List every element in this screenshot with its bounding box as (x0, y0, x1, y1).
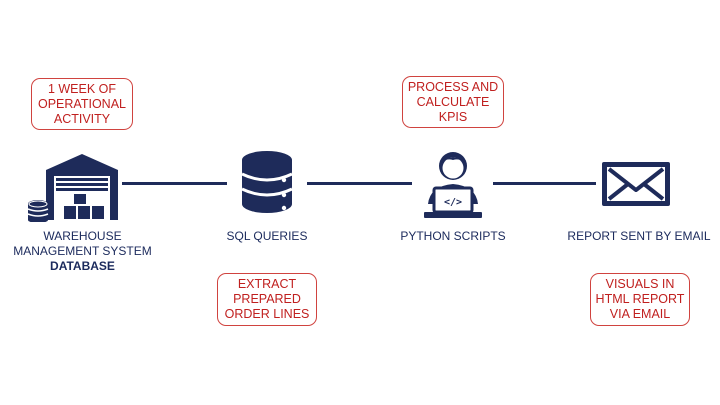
callout-line: ORDER LINES (224, 307, 310, 321)
label-line: WAREHOUSE (43, 229, 122, 243)
database-icon (241, 151, 293, 213)
callout-line: CALCULATE (416, 94, 490, 109)
callout-extract-order-lines: EXTRACT PREPARED ORDER LINES (217, 273, 317, 326)
callout-visuals-html-report: VISUALS IN HTML REPORT VIA EMAIL (590, 273, 690, 326)
node-label-wms: WAREHOUSE MANAGEMENT SYSTEM DATABASE (0, 229, 165, 274)
label-line-bold: DATABASE (50, 259, 115, 273)
callout-process-kpis: PROCESS AND CALCULATE KPIS (402, 76, 504, 128)
callout-line: PREPARED (233, 292, 301, 306)
connector-sql-to-python (307, 182, 412, 185)
node-label-email: REPORT SENT BY EMAIL (564, 229, 714, 244)
callout-line: ACTIVITY (53, 111, 111, 126)
node-label-sql: SQL QUERIES (212, 229, 322, 244)
label-line: PYTHON SCRIPTS (400, 229, 506, 243)
callout-line: HTML REPORT (595, 292, 685, 306)
callout-line: OPERATIONAL (38, 96, 126, 111)
callout-operational-activity: 1 WEEK OF OPERATIONAL ACTIVITY (31, 78, 133, 130)
node-label-python: PYTHON SCRIPTS (393, 229, 513, 244)
connector-wms-to-sql (122, 182, 227, 185)
developer-laptop-icon: </> (424, 152, 482, 218)
svg-text:</>: </> (444, 197, 462, 208)
envelope-icon (602, 162, 670, 206)
label-line: REPORT SENT BY EMAIL (567, 229, 711, 243)
warehouse-database-icon (27, 154, 118, 222)
callout-line: KPIS (438, 109, 468, 124)
callout-line: PROCESS AND (407, 79, 499, 94)
callout-line: VIA EMAIL (609, 307, 671, 321)
label-line: MANAGEMENT SYSTEM (13, 244, 152, 258)
connector-python-to-email (493, 182, 596, 185)
callout-line: EXTRACT (237, 277, 297, 291)
callout-line: 1 WEEK OF (47, 81, 117, 96)
callout-line: VISUALS IN (605, 277, 675, 291)
label-line: SQL QUERIES (226, 229, 308, 243)
